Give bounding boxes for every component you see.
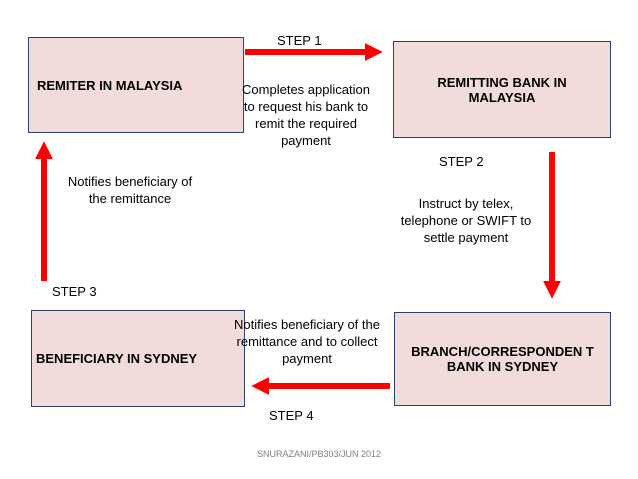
remitting-bank-label: REMITTING BANK IN MALAYSIA (437, 74, 567, 105)
step3-label: STEP 3 (52, 284, 97, 299)
remitting-bank-box: REMITTING BANK IN MALAYSIA (393, 41, 611, 138)
remiter-box: REMITER IN MALAYSIA (28, 37, 244, 133)
step2-description: Instruct by telex, telephone or SWIFT to… (400, 196, 532, 245)
beneficiary-label: BENEFICIARY IN SYDNEY (36, 351, 198, 366)
step2-label: STEP 2 (439, 154, 484, 169)
step4-label: STEP 4 (269, 408, 314, 423)
beneficiary-box: BENEFICIARY IN SYDNEY (31, 310, 245, 407)
remiter-label: REMITER IN MALAYSIA (37, 77, 183, 93)
step3-description: Notifies beneficiary of the remittance (67, 174, 193, 206)
footer-credit: SNURAZANI/PB303/JUN 2012 (257, 449, 382, 459)
step1-label: STEP 1 (277, 33, 322, 48)
step4-description: Notifies beneficiary of the remittance a… (234, 317, 380, 366)
step1-description: Completes application to request his ban… (242, 82, 370, 148)
branch-bank-label: BRANCH/CORRESPONDEN T BANK IN SYDNEY (411, 344, 594, 374)
branch-bank-box: BRANCH/CORRESPONDEN T BANK IN SYDNEY (394, 312, 611, 406)
